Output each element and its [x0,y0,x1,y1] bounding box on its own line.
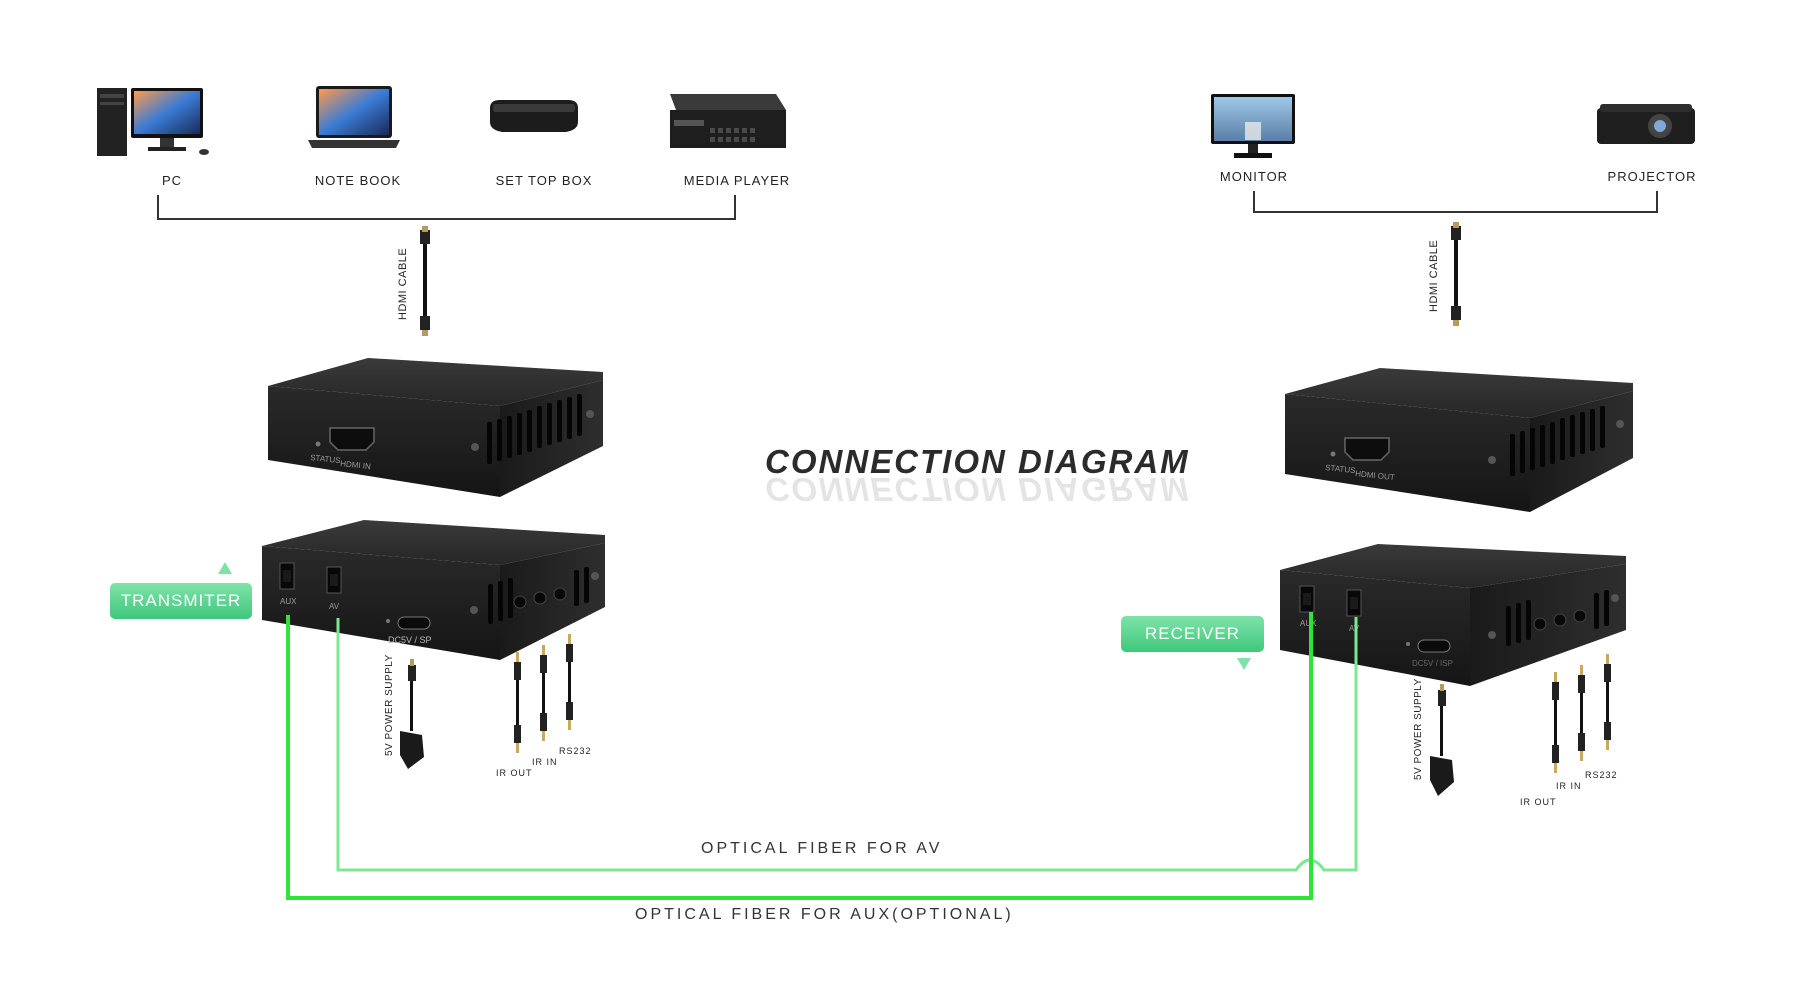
transmitter-ir-out-label: IR OUT [496,768,533,778]
svg-text:DC5V / ISP: DC5V / ISP [1412,659,1453,668]
display-label-projector: PROJECTOR [1607,169,1697,184]
source-label-notebook: NOTE BOOK [314,173,402,188]
media-player-icon [670,94,786,148]
receiver-cables [1430,654,1611,796]
source-label-set-top-box: SET TOP BOX [495,173,593,188]
transmitter-power-label: 5V POWER SUPPLY [384,654,395,756]
svg-text:AV: AV [329,602,340,611]
receiver-front: STATUS HDMI OUT [1285,368,1633,512]
transmitter-rs232-label: RS232 [559,746,592,756]
svg-text:AUX: AUX [280,597,297,606]
svg-text:HDMI IN: HDMI IN [340,459,372,471]
receiver-ir-out-label: IR OUT [1520,797,1557,807]
receiver-badge: RECEIVER [1121,616,1264,652]
hdmi-cable-left [420,226,430,336]
display-label-monitor: MONITOR [1219,169,1289,184]
hdmi-cable-label-right: HDMI CABLE [1428,239,1440,312]
transmitter-badge: TRANSMITER [110,583,252,619]
transmitter-front: STATUS HDMI IN [268,358,603,497]
fiber-aux-label: OPTICAL FIBER FOR AUX(OPTIONAL) [635,906,1014,923]
source-label-pc: PC [161,173,183,188]
hdmi-cable-right [1451,222,1461,326]
notebook-icon [308,86,400,148]
svg-text:STATUS: STATUS [310,453,341,465]
set-top-box-icon [490,100,578,132]
pc-icon [97,88,209,156]
receiver-power-label: 5V POWER SUPPLY [1413,678,1424,780]
source-label-media-player: MEDIA PLAYER [683,173,791,188]
svg-text:DC5V / SP: DC5V / SP [388,635,432,645]
fiber-aux-line [286,612,1313,900]
svg-text:STATUS: STATUS [1325,463,1356,475]
receiver-arrow-icon [1237,658,1251,670]
transmitter-rear: AUX AV DC5V / SP [262,520,605,660]
monitor-icon [1211,94,1295,158]
receiver-rear: AUX AV DC5V / ISP [1280,544,1626,686]
svg-text:AV: AV [1349,624,1360,633]
receiver-ir-in-label: IR IN [1556,781,1582,791]
fiber-av-label: OPTICAL FIBER FOR AV [701,840,943,857]
display-bracket [1253,191,1658,213]
transmitter-arrow-icon [218,562,232,574]
projector-icon [1597,104,1695,144]
svg-text:AUX: AUX [1300,619,1317,628]
hdmi-cable-label-left: HDMI CABLE [397,247,409,320]
source-bracket [157,195,736,220]
diagram-title: CONNECTION DIAGRAM [765,443,1190,480]
diagram-title-reflection: CONNECTION DIAGRAM [765,471,1190,508]
svg-text:HDMI OUT: HDMI OUT [1355,469,1395,482]
receiver-rs232-label: RS232 [1585,770,1618,780]
transmitter-cables [400,634,573,769]
transmitter-ir-in-label: IR IN [532,757,558,767]
